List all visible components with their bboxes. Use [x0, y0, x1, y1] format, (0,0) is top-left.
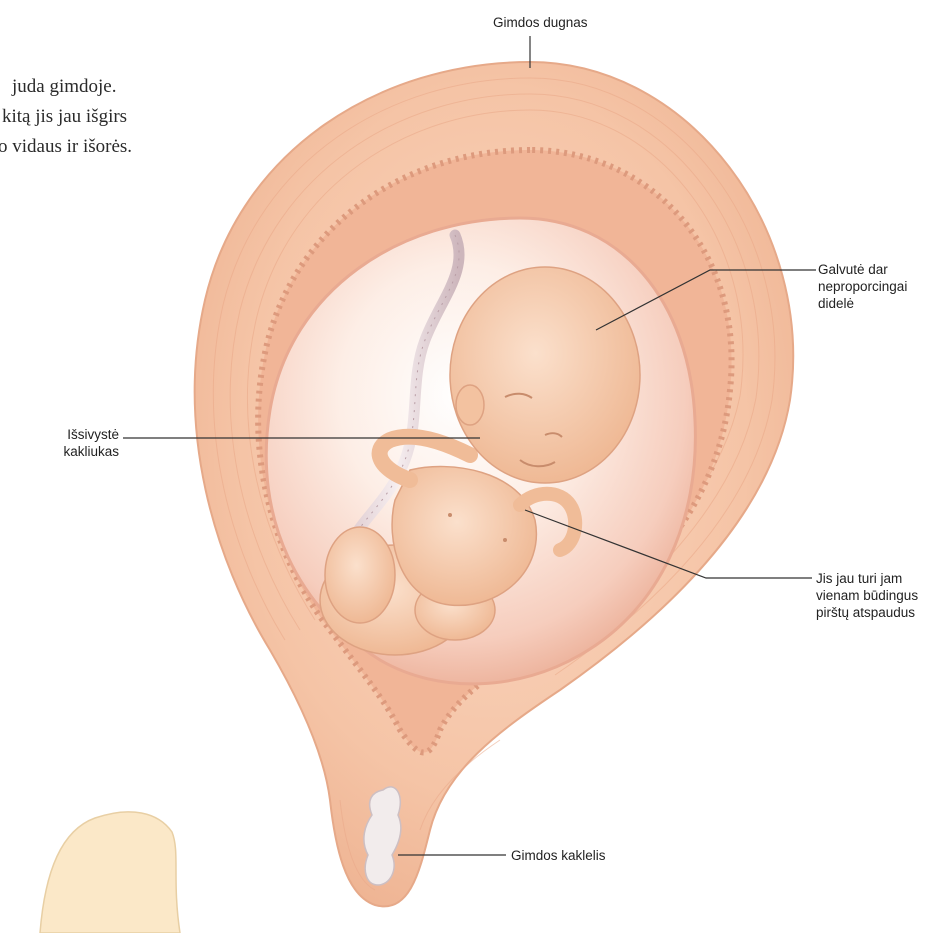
pelvic-bone-shape: [40, 812, 180, 933]
label-head-line: neproporcingai: [818, 278, 907, 295]
label-fingerprints-line: pirštų atspaudus: [816, 604, 918, 621]
body-text-line: kitą jis jau išgirs: [2, 102, 200, 132]
label-neck-line: kakliukas: [55, 443, 119, 460]
label-fingerprints-line: vienam būdingus: [816, 587, 918, 604]
label-fingerprints: Jis jau turi jam vienam būdingus pirštų …: [816, 570, 918, 621]
label-fundus-text: Gimdos dugnas: [493, 14, 588, 31]
body-text-line: o vidaus ir išorės.: [0, 132, 198, 162]
label-head-line: Galvutė dar: [818, 261, 907, 278]
label-fundus: Gimdos dugnas: [493, 14, 588, 31]
label-neck-line: Išsivystė: [55, 426, 119, 443]
label-neck: Išsivystė kakliukas: [55, 426, 119, 460]
label-fingerprints-line: Jis jau turi jam: [816, 570, 918, 587]
label-cervix-text: Gimdos kaklelis: [511, 847, 606, 864]
body-text: juda gimdoje. kitą jis jau išgirs o vida…: [0, 72, 200, 162]
body-text-line: juda gimdoje.: [12, 72, 200, 102]
label-head: Galvutė dar neproporcingai didelė: [818, 261, 907, 312]
label-head-line: didelė: [818, 295, 907, 312]
label-cervix: Gimdos kaklelis: [511, 847, 606, 864]
